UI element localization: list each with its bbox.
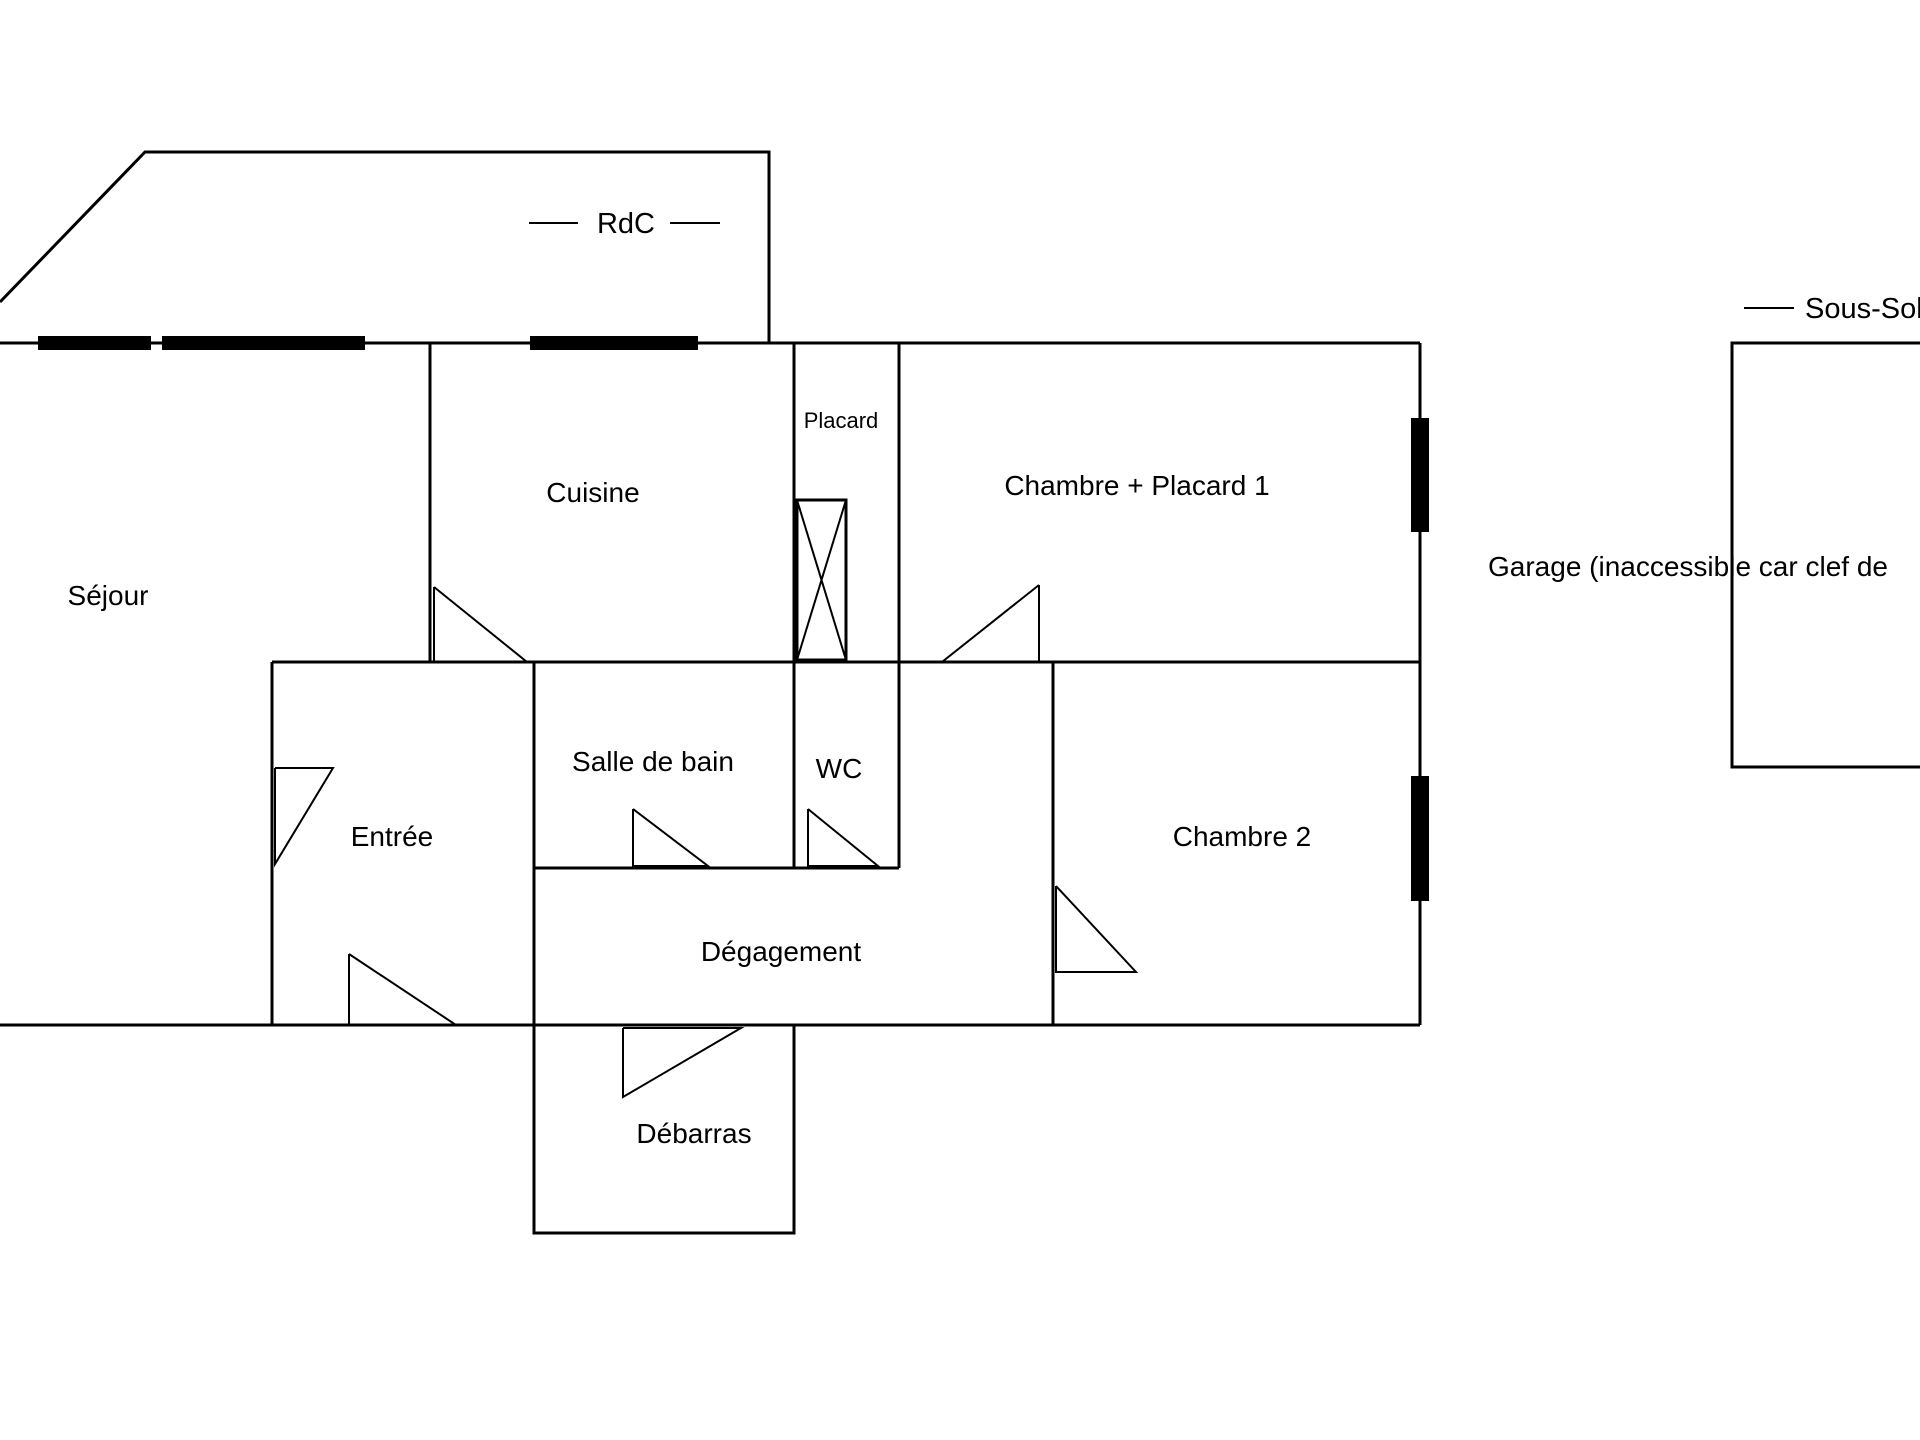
door-entree-front — [348, 953, 460, 1026]
ground-level-label: RdC — [597, 208, 655, 240]
door-cuisine — [433, 586, 530, 663]
room-label-chambre1: Chambre + Placard 1 — [1004, 470, 1269, 501]
room-label-chambre2: Chambre 2 — [1173, 821, 1312, 852]
room-label-cuisine: Cuisine — [546, 477, 639, 508]
debarras-walls — [532, 1025, 796, 1235]
door-entree-sejour — [274, 767, 335, 868]
door-chambre2 — [1055, 885, 1139, 973]
room-label-wc: WC — [816, 753, 863, 784]
duct-shaft — [795, 498, 848, 662]
garage-walls — [1730, 341, 1920, 769]
room-label-placard: Placard — [804, 408, 879, 433]
basement-level-label: Sous-Sol — [1805, 293, 1920, 325]
room-label-garage: Garage (inaccessible car clef de — [1488, 551, 1888, 582]
terrace-outline — [0, 150, 771, 343]
room-label-entree: Entrée — [351, 821, 434, 852]
room-label-sejour: Séjour — [68, 580, 149, 611]
door-salle-de-bain — [632, 808, 711, 867]
door-debarras — [622, 1027, 745, 1099]
door-wc — [807, 808, 881, 867]
door-chambre1 — [939, 584, 1040, 663]
room-label-degagement: Dégagement — [701, 936, 862, 967]
room-label-debarras: Débarras — [636, 1118, 751, 1149]
duct-cross-2 — [796, 499, 847, 661]
room-label-salle-de-bain: Salle de bain — [572, 746, 734, 777]
